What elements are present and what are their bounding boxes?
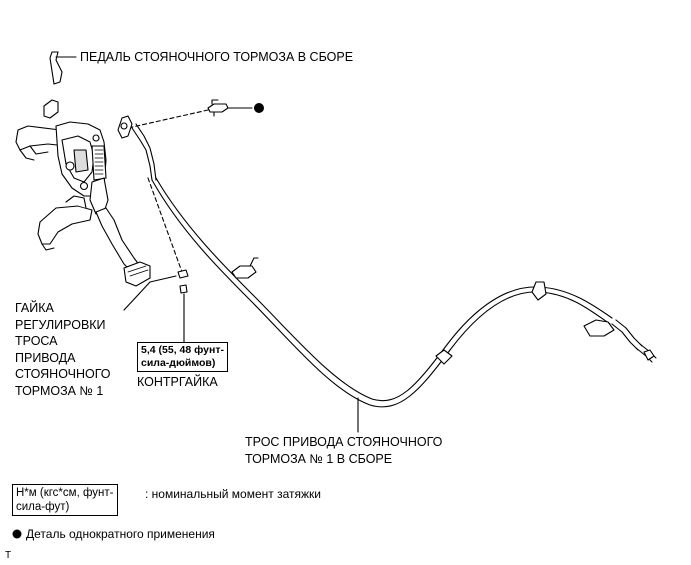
adjust-nut-line: РЕГУЛИРОВКИ (15, 317, 106, 332)
adjusting-nut (177, 269, 189, 294)
legend-torque-description: : номинальный момент затяжки (145, 487, 321, 501)
legend-torque-line: сила-фут) (16, 501, 70, 513)
torque-spec-box: 5,4 (55, 48 фунт- сила-дюймов) (137, 342, 228, 372)
cable-label: ТРОС ПРИВОДА СТОЯНОЧНОГО ТОРМОЗА № 1 В С… (245, 434, 442, 467)
pedal-label: ПЕДАЛЬ СТОЯНОЧНОГО ТОРМОЗА В СБОРЕ (80, 50, 354, 64)
locknut-label: КОНТРГАЙКА (137, 375, 218, 389)
torque-spec-line: 5,4 (55, 48 фунт- (141, 344, 224, 356)
nut-dashed-line (147, 177, 183, 273)
adjust-nut-line: ГАЙКА (15, 301, 54, 315)
adjust-nut-line: СТОЯНОЧНОГО (15, 367, 111, 381)
cable-clip (207, 99, 229, 117)
legend-torque-box: Н*м (кгс*см, фунт- сила-фут) (12, 484, 118, 516)
adjust-nut-leader (123, 275, 177, 311)
legend-torque-line: Н*м (кгс*см, фунт- (16, 487, 114, 499)
adjust-nut-line: ТОРМОЗА № 1 (15, 383, 104, 398)
pedal-assembly (15, 51, 151, 287)
cable-label-line: ТРОС ПРИВОДА СТОЯНОЧНОГО (245, 435, 443, 449)
legend-bullet-icon (12, 529, 22, 539)
torque-spec-line: сила-дюймов) (141, 357, 216, 369)
adjust-nut-line: ПРИВОДА (15, 350, 76, 365)
single-use-bullet-icon (254, 103, 264, 113)
cable-label-line: ТОРМОЗА № 1 В СБОРЕ (245, 451, 393, 466)
corner-mark: T (5, 550, 12, 561)
clip-dashed-line (127, 109, 209, 129)
adjust-nut-label: ГАЙКА РЕГУЛИРОВКИ ТРОСА ПРИВОДА СТОЯНОЧН… (15, 300, 111, 399)
brake-cable (117, 115, 657, 408)
legend-single-use-text: Деталь однократного применения (26, 527, 215, 541)
adjust-nut-line: ТРОСА (15, 334, 58, 348)
